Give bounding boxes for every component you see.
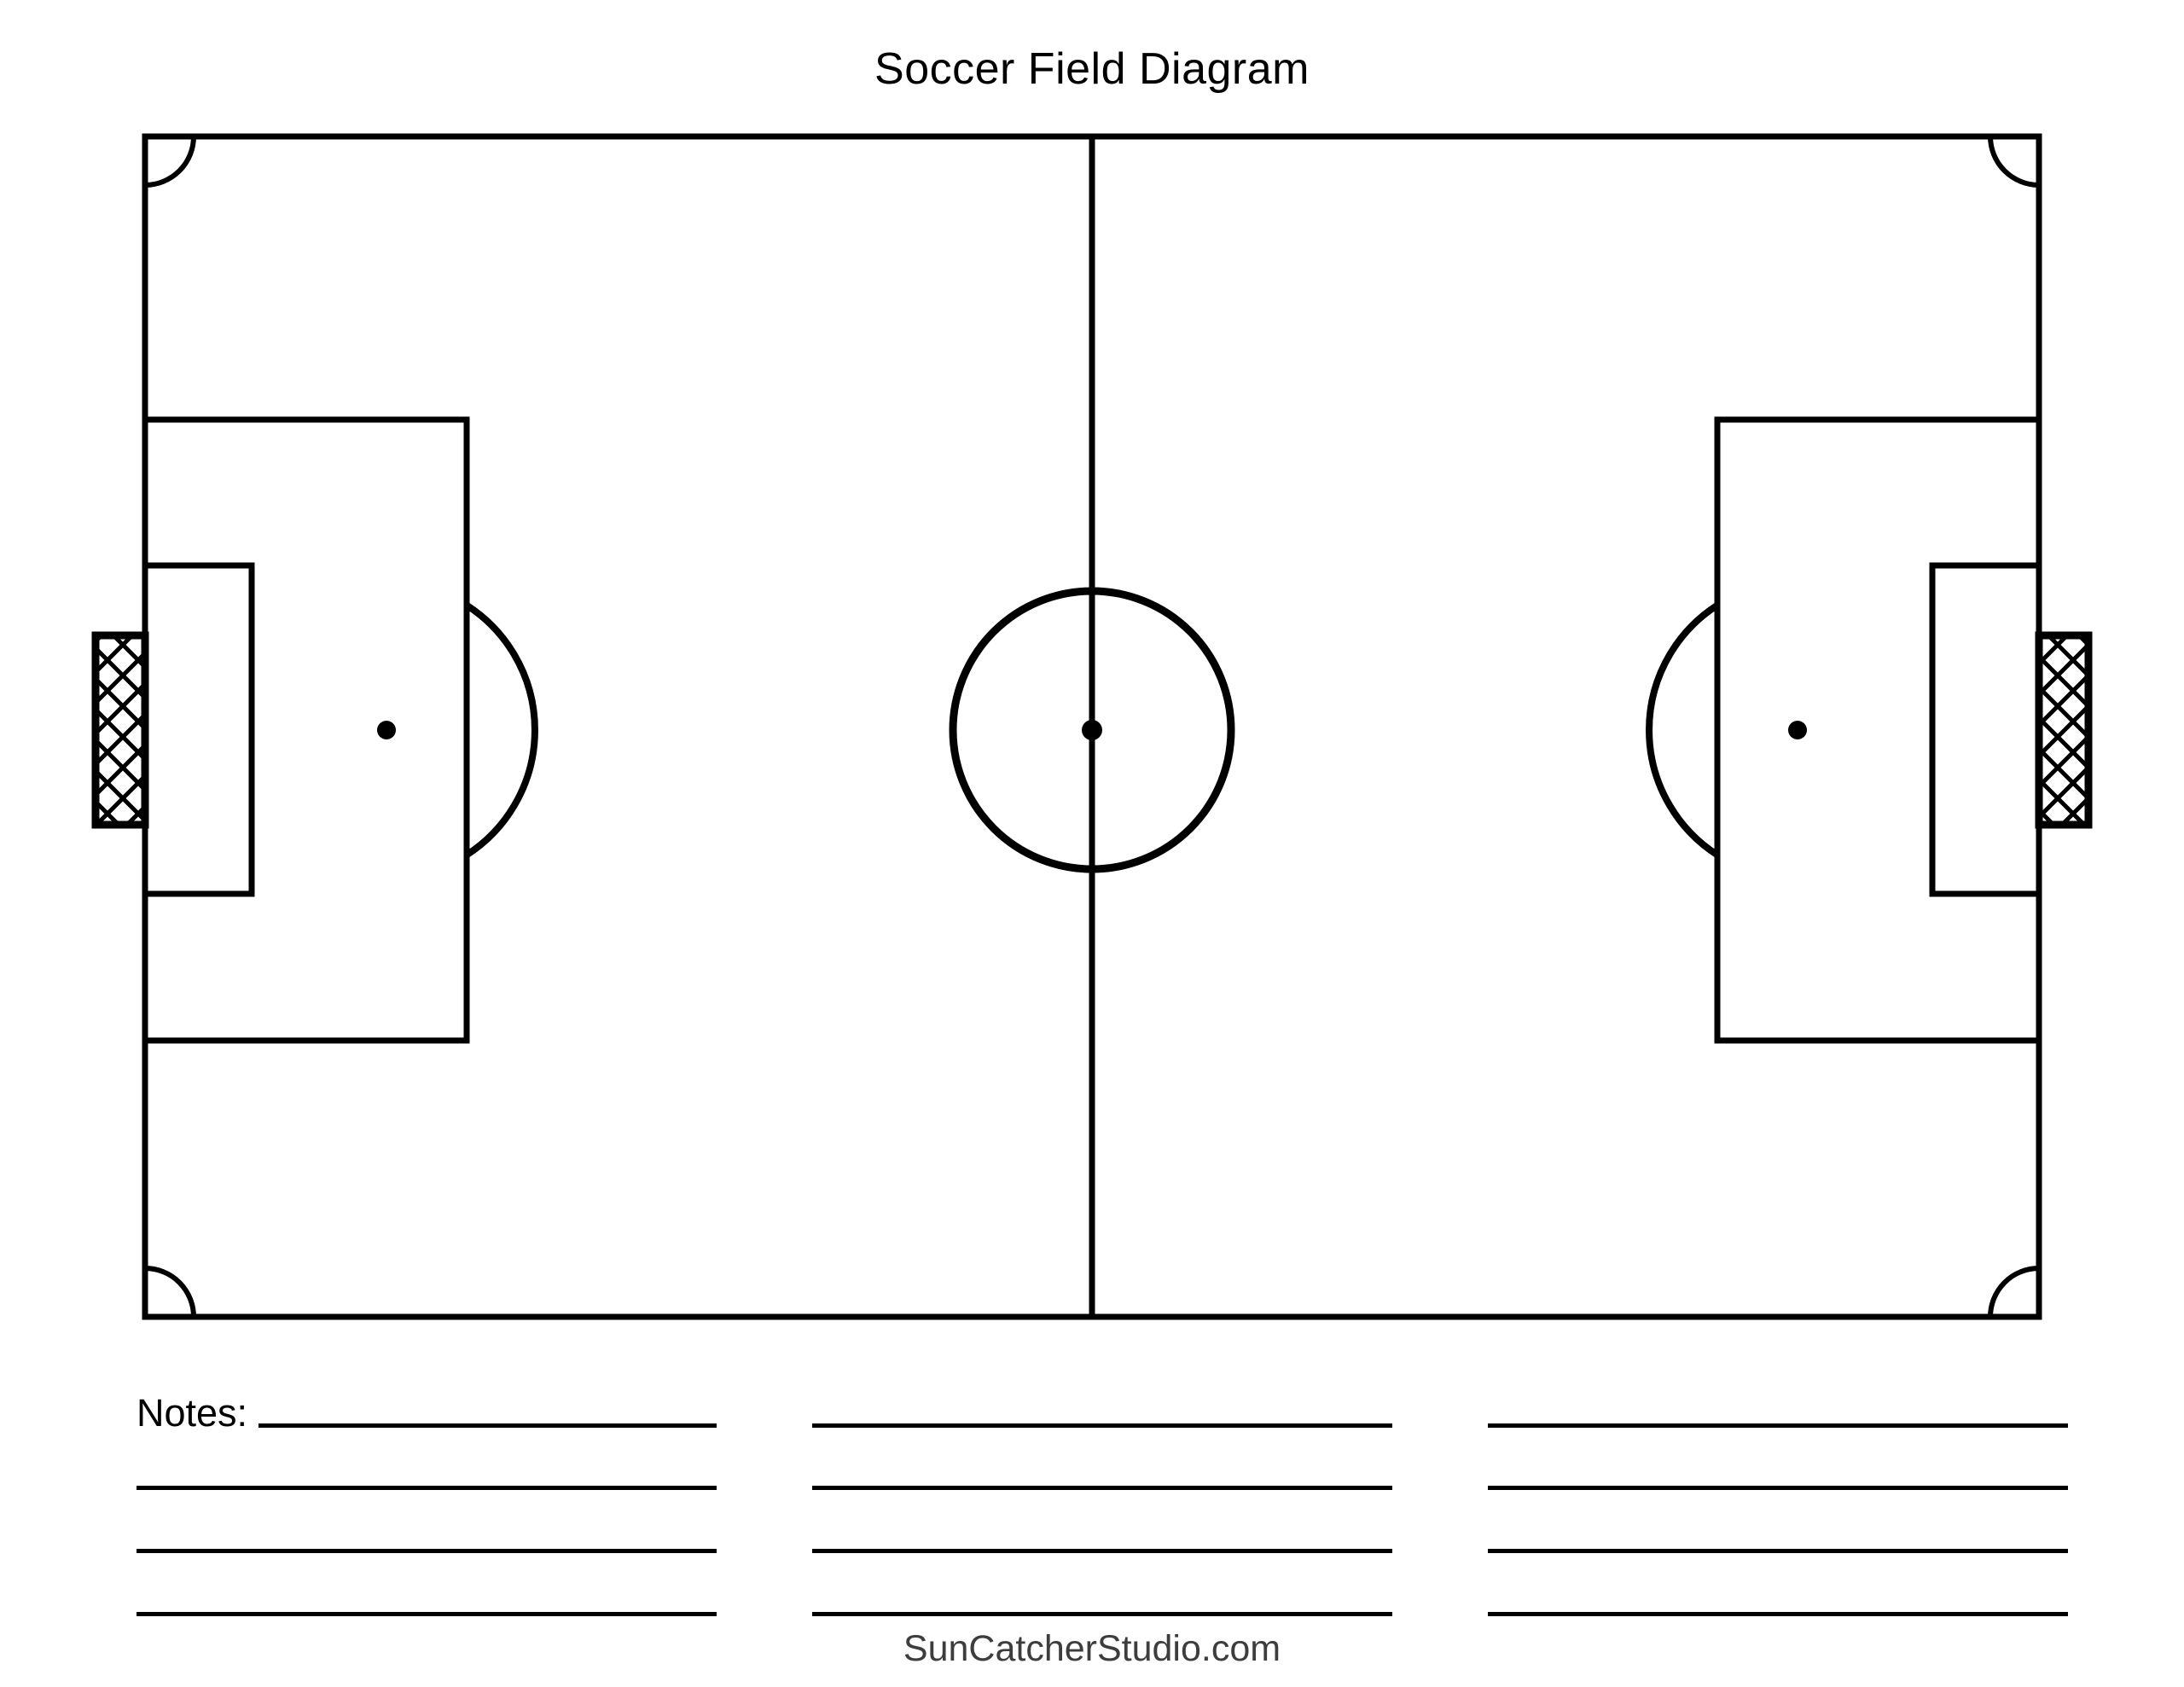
- goal-area-left: [142, 562, 255, 897]
- corner-arc-top-right: [1988, 136, 2040, 188]
- notes-line: [136, 1549, 717, 1553]
- footer-watermark: SunCatcherStudio.com: [903, 1628, 1281, 1669]
- notes-line: [812, 1423, 1392, 1428]
- notes-label: Notes:: [136, 1391, 248, 1435]
- notes-line: [1488, 1486, 2068, 1490]
- penalty-arc-left: [464, 602, 538, 858]
- center-spot: [1082, 720, 1102, 740]
- goal-area-right: [1929, 562, 2042, 897]
- notes-line: [812, 1612, 1392, 1616]
- notes-line: [1488, 1423, 2068, 1428]
- penalty-spot-left: [377, 721, 396, 739]
- penalty-arc-right: [1646, 602, 1720, 858]
- penalty-area-left: [142, 416, 470, 1044]
- corner-arc-bottom-right: [1988, 1266, 2040, 1318]
- goal-left: [91, 631, 149, 829]
- notes-line: [1488, 1549, 2068, 1553]
- notes-line: [136, 1612, 717, 1616]
- penalty-spot-right: [1788, 721, 1807, 739]
- corner-arc-bottom-left: [144, 1266, 196, 1318]
- penalty-area-right: [1714, 416, 2042, 1044]
- notes-line: [258, 1423, 717, 1428]
- notes-line: [812, 1486, 1392, 1490]
- corner-arc-top-left: [144, 136, 196, 188]
- page-title: Soccer Field Diagram: [874, 44, 1310, 94]
- goal-right: [2035, 631, 2093, 829]
- notes-line: [1488, 1612, 2068, 1616]
- center-circle: [949, 587, 1235, 873]
- notes-line: [812, 1549, 1392, 1553]
- notes-line: [136, 1486, 717, 1490]
